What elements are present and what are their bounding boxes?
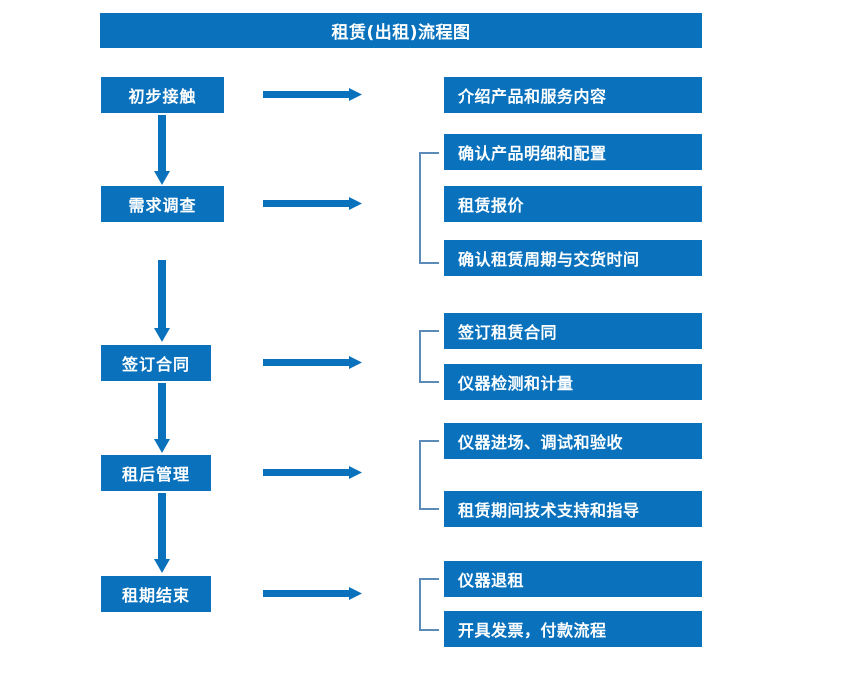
task-node-3-label: 租赁报价 xyxy=(458,196,525,215)
page-title: 租赁(出租)流程图 xyxy=(100,13,702,48)
stage-node-5-label: 租期结束 xyxy=(121,586,190,605)
stage-node-3[interactable]: 签订合同 xyxy=(101,345,211,381)
vertical-arrow-icon-4 xyxy=(152,493,172,575)
horizontal-arrow-icon-4 xyxy=(263,464,363,482)
group-bracket-2 xyxy=(419,330,439,383)
horizontal-arrow-icon-2 xyxy=(263,195,363,213)
task-node-5-label: 签订租赁合同 xyxy=(458,323,558,342)
task-node-2-label: 确认产品明细和配置 xyxy=(458,144,607,163)
task-node-6[interactable]: 仪器检测和计量 xyxy=(444,364,702,400)
task-node-7[interactable]: 仪器进场、调试和验收 xyxy=(444,423,702,459)
task-node-1-label: 介绍产品和服务内容 xyxy=(458,87,607,106)
group-bracket-1 xyxy=(419,152,439,264)
vertical-arrow-icon-1 xyxy=(152,115,172,187)
horizontal-arrow-icon-1 xyxy=(263,86,363,104)
task-node-2[interactable]: 确认产品明细和配置 xyxy=(444,134,702,170)
stage-node-1-label: 初步接触 xyxy=(128,87,197,106)
horizontal-arrow-icon-5 xyxy=(263,585,363,603)
stage-node-4[interactable]: 租后管理 xyxy=(101,455,211,491)
stage-node-3-label: 签订合同 xyxy=(121,355,190,374)
vertical-arrow-icon-3 xyxy=(152,383,172,455)
task-node-8[interactable]: 租赁期间技术支持和指导 xyxy=(444,491,702,527)
group-bracket-4 xyxy=(419,578,439,631)
task-node-10-label: 开具发票，付款流程 xyxy=(458,621,607,640)
horizontal-arrow-icon-3 xyxy=(263,354,363,372)
task-node-9-label: 仪器退租 xyxy=(458,571,525,590)
task-node-9[interactable]: 仪器退租 xyxy=(444,561,702,597)
vertical-arrow-icon-2 xyxy=(152,260,172,344)
task-node-6-label: 仪器检测和计量 xyxy=(458,374,574,393)
task-node-4[interactable]: 确认租赁周期与交货时间 xyxy=(444,240,702,276)
task-node-5[interactable]: 签订租赁合同 xyxy=(444,313,702,349)
task-node-1[interactable]: 介绍产品和服务内容 xyxy=(444,77,702,113)
stage-node-2[interactable]: 需求调查 xyxy=(101,186,224,222)
group-bracket-3 xyxy=(419,440,439,510)
task-node-4-label: 确认租赁周期与交货时间 xyxy=(458,250,640,269)
stage-node-1[interactable]: 初步接触 xyxy=(101,77,224,113)
stage-node-5[interactable]: 租期结束 xyxy=(101,576,211,612)
stage-node-2-label: 需求调查 xyxy=(128,196,197,215)
task-node-10[interactable]: 开具发票，付款流程 xyxy=(444,611,702,647)
task-node-3[interactable]: 租赁报价 xyxy=(444,186,702,222)
task-node-8-label: 租赁期间技术支持和指导 xyxy=(458,501,640,520)
task-node-7-label: 仪器进场、调试和验收 xyxy=(458,433,624,452)
stage-node-4-label: 租后管理 xyxy=(121,465,190,484)
